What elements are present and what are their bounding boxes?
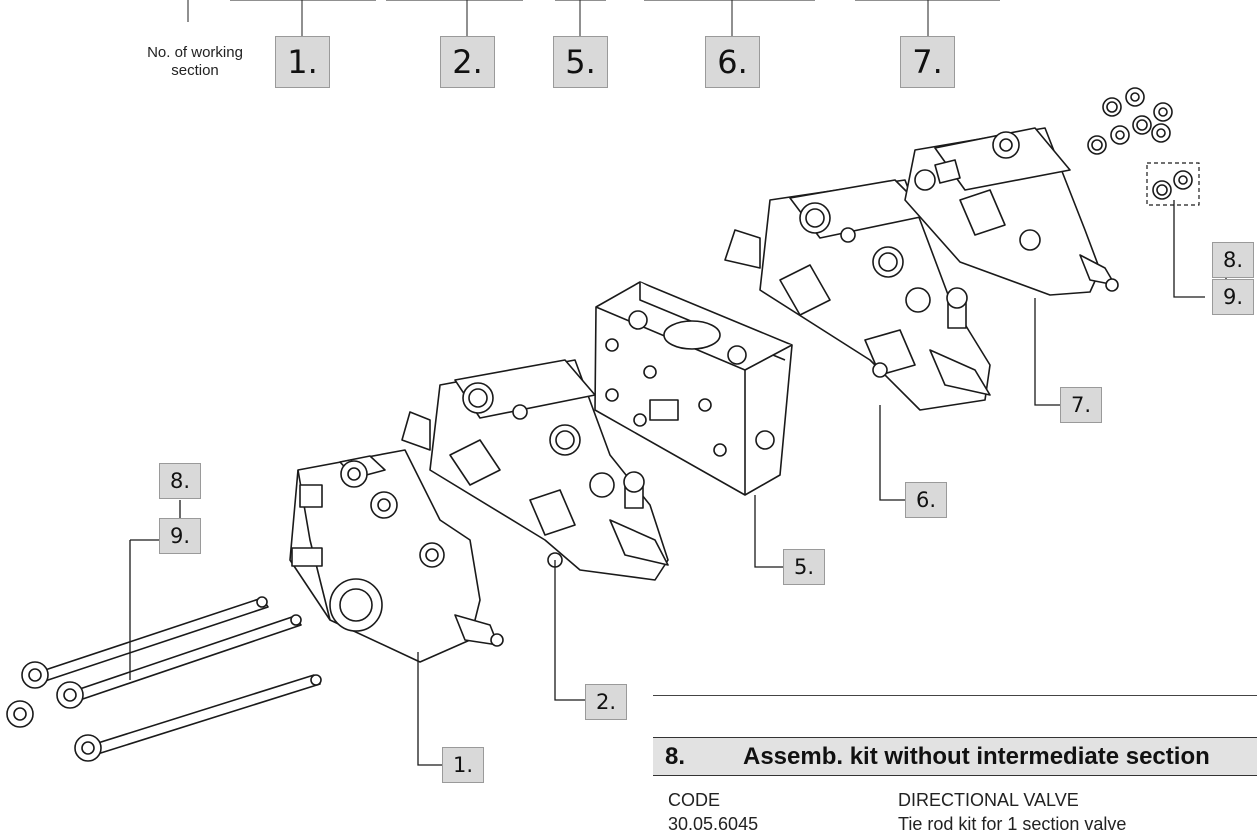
dashed-kit-box [1146,162,1200,206]
top-brackets [187,0,1000,36]
kit-col-code: CODE [668,790,721,810]
callout-8-left: 8. [159,463,201,499]
working-section-label: No. of working section [130,44,260,80]
kit-header: 8. Assemb. kit without intermediate sect… [653,737,1257,776]
section-1-body [289,449,504,663]
callout-5: 5. [783,549,825,585]
top-tag-2: 2. [440,36,495,88]
nut-washer-set [1087,87,1193,200]
callout-1: 1. [442,747,484,783]
tie-rod-set [6,596,322,762]
section-7-body [904,127,1119,296]
section-5-plate [594,281,793,496]
working-section-line2: section [171,62,219,79]
callout-9-left: 9. [159,518,201,554]
section-6-body [724,179,991,411]
leader-lines [129,200,1227,766]
section-2-body [401,359,669,581]
top-tag-1: 1. [275,36,330,88]
kit-title: Assemb. kit without intermediate section [743,742,1210,770]
callout-6: 6. [905,482,947,518]
kit-col-desc: DIRECTIONAL VALVE [898,790,1079,810]
callout-9-right: 9. [1212,279,1254,315]
working-section-line1: No. of working [147,44,243,61]
top-tag-6: 6. [705,36,760,88]
callout-7: 7. [1060,387,1102,423]
kit-top-rule [653,695,1257,696]
callout-2: 2. [585,684,627,720]
callout-8-right: 8. [1212,242,1254,278]
kit-number: 8. [665,742,686,770]
top-tag-7: 7. [900,36,955,88]
top-tag-5: 5. [553,36,608,88]
